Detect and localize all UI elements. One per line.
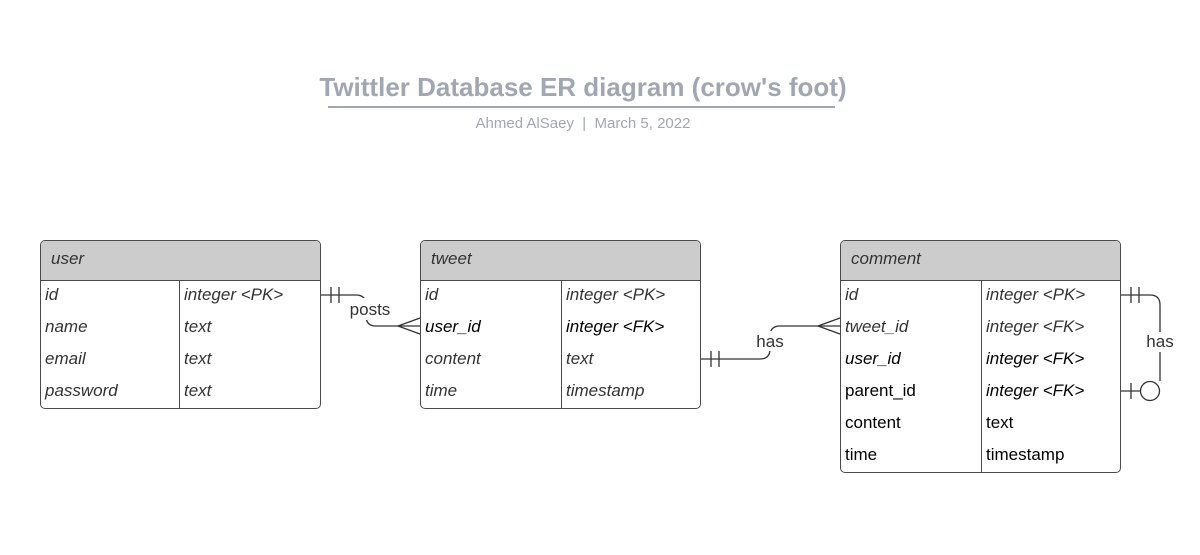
field-name: parent_id xyxy=(845,381,916,400)
title-underline xyxy=(328,106,835,108)
diagram-subtitle: Ahmed AlSaey | March 5, 2022 xyxy=(0,115,1166,132)
field-name: id xyxy=(845,285,859,304)
label-background xyxy=(752,331,788,351)
entity-header: tweet xyxy=(421,241,700,281)
entity-row: parent_id integer <FK> xyxy=(841,377,1120,409)
field-type: integer <PK> xyxy=(566,285,666,304)
entity-row: tweet_id integer <FK> xyxy=(841,313,1120,345)
relationship-label-posts: posts xyxy=(350,300,391,319)
label-background xyxy=(1144,332,1176,352)
column-divider xyxy=(981,281,982,472)
entity-user[interactable]: user id integer <PK> name text email text p… xyxy=(40,240,321,409)
field-type: text xyxy=(184,381,212,400)
field-type: integer <FK> xyxy=(566,317,665,336)
field-type: timestamp xyxy=(986,445,1065,464)
field-name: time xyxy=(845,445,878,464)
entity-row: email text xyxy=(41,345,320,377)
entity-row: content text xyxy=(841,409,1120,441)
field-name: user_id xyxy=(845,349,901,368)
entity-row: name text xyxy=(41,313,320,345)
field-name: id xyxy=(425,285,439,304)
relationship-label-has: has xyxy=(756,332,783,351)
field-name: content xyxy=(425,349,481,368)
column-divider xyxy=(561,281,562,408)
entity-header: comment xyxy=(841,241,1120,281)
field-type: integer <PK> xyxy=(986,285,1086,304)
field-type: text xyxy=(184,349,212,368)
field-name: email xyxy=(45,349,86,368)
column-divider xyxy=(179,281,180,408)
entity-row: time timestamp xyxy=(421,377,700,408)
entity-header: user xyxy=(41,241,320,281)
field-type: text xyxy=(184,317,212,336)
field-type: integer <PK> xyxy=(184,285,284,304)
entity-row: id integer <PK> xyxy=(41,281,320,313)
field-name: tweet_id xyxy=(845,317,909,336)
field-type: integer <FK> xyxy=(986,317,1085,336)
field-name: content xyxy=(845,413,901,432)
entity-tweet[interactable]: tweet id integer <PK> user_id integer <FK>… xyxy=(420,240,701,409)
field-name: name xyxy=(45,317,88,336)
field-name: id xyxy=(45,285,59,304)
field-type: integer <FK> xyxy=(986,349,1085,368)
entity-row: id integer <PK> xyxy=(841,281,1120,313)
field-name: time xyxy=(425,381,458,400)
field-type: timestamp xyxy=(566,381,645,400)
field-type: integer <FK> xyxy=(986,381,1085,400)
field-type: text xyxy=(986,413,1014,432)
field-name: password xyxy=(45,381,118,400)
entity-row: time timestamp xyxy=(841,441,1120,472)
field-name: user_id xyxy=(425,317,481,336)
relationship-label-has-self: has xyxy=(1146,332,1173,351)
diagram-title: Twittler Database ER diagram (crow's foo… xyxy=(319,72,847,102)
author: Ahmed AlSaey xyxy=(475,115,574,132)
label-background xyxy=(346,298,394,320)
entity-row: id integer <PK> xyxy=(421,281,700,313)
entity-row: password text xyxy=(41,377,320,408)
entity-row: user_id integer <FK> xyxy=(421,313,700,345)
entity-row: user_id integer <FK> xyxy=(841,345,1120,377)
relationship-has-self[interactable] xyxy=(1121,287,1161,402)
date: March 5, 2022 xyxy=(594,115,691,132)
entity-row: content text xyxy=(421,345,700,377)
field-type: text xyxy=(566,349,594,368)
subtitle-separator: | xyxy=(582,115,587,132)
